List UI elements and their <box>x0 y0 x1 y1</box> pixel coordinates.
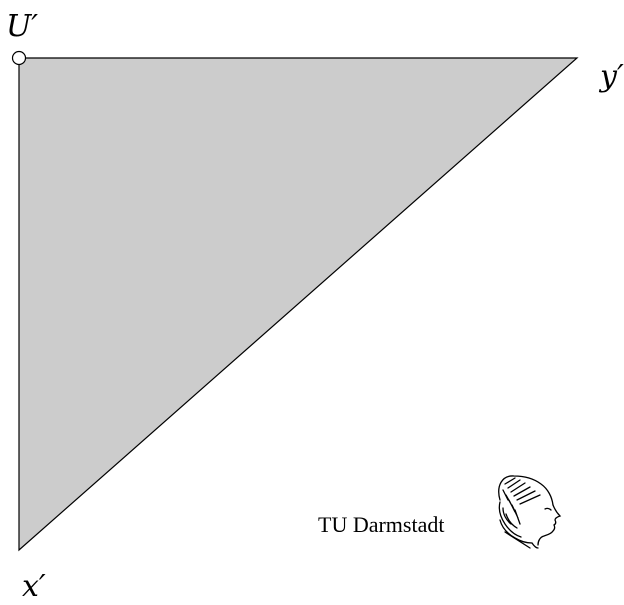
vertex-marker-u <box>11 50 27 66</box>
vertex-label-y: y′ <box>598 59 624 94</box>
athena-head-icon <box>498 475 562 549</box>
tu-darmstadt-logo: TU Darmstadt <box>318 475 562 549</box>
vertex-label-x: x′ <box>22 569 46 604</box>
logo-text: TU Darmstadt <box>318 512 444 537</box>
shaded-triangle <box>18 57 579 552</box>
vertex-label-u: U′ <box>6 9 38 44</box>
